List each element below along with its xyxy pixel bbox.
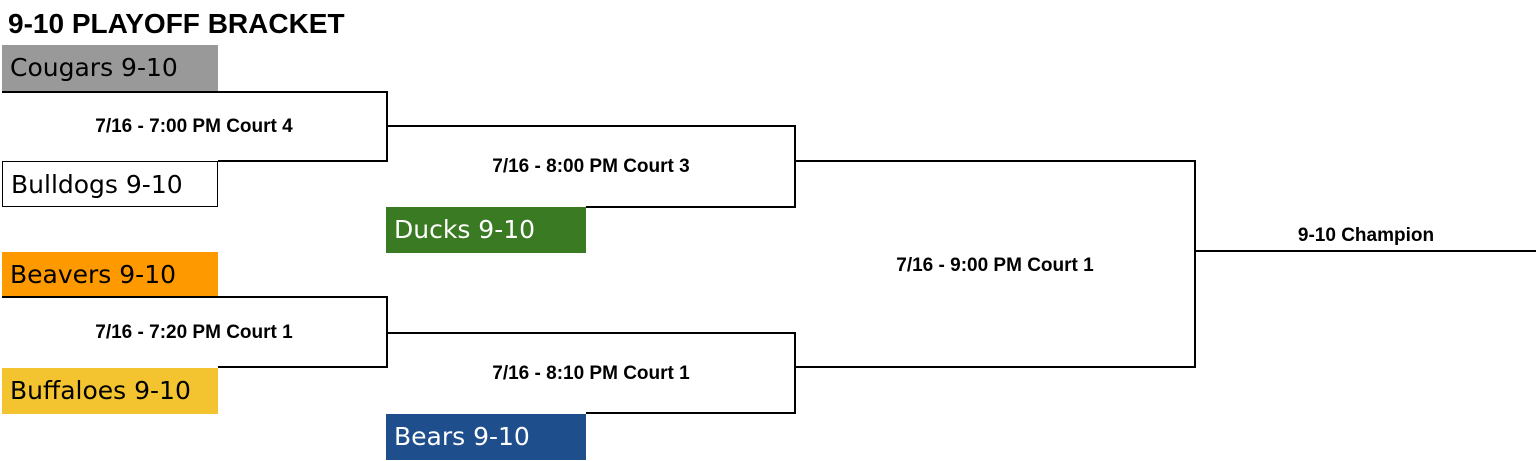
game-label-g1: 7/16 - 7:00 PM Court 4 — [95, 116, 293, 137]
bracket-line — [586, 412, 796, 414]
team-slot-bulldogs: Bulldogs 9-10 — [2, 161, 218, 207]
bracket-line — [794, 125, 796, 208]
team-slot-bears: Bears 9-10 — [386, 414, 586, 460]
bracket-title: 9-10 PLAYOFF BRACKET — [8, 8, 345, 39]
bracket-line — [2, 91, 388, 93]
bracket-line — [586, 206, 796, 208]
bracket-line — [794, 366, 1196, 368]
game-label-g2: 7/16 - 7:20 PM Court 1 — [95, 322, 293, 343]
champion-label: 9-10 Champion — [1297, 225, 1435, 246]
bracket-line — [794, 160, 1196, 162]
bracket-line — [386, 125, 796, 127]
team-slot-beavers: Beavers 9-10 — [2, 252, 218, 298]
bracket-line — [386, 332, 796, 334]
team-slot-buffaloes: Buffaloes 9-10 — [2, 368, 218, 414]
bracket-line — [794, 332, 796, 414]
team-slot-ducks: Ducks 9-10 — [386, 207, 586, 253]
team-slot-cougars: Cougars 9-10 — [2, 45, 218, 91]
bracket-line — [218, 366, 388, 368]
game-label-g5: 7/16 - 9:00 PM Court 1 — [896, 255, 1094, 276]
game-label-g4: 7/16 - 8:10 PM Court 1 — [492, 363, 690, 384]
bracket-line — [218, 160, 388, 162]
bracket-line — [1194, 160, 1196, 368]
bracket-line — [2, 296, 388, 298]
game-label-g3: 7/16 - 8:00 PM Court 3 — [492, 156, 690, 177]
bracket-line — [1194, 250, 1536, 252]
